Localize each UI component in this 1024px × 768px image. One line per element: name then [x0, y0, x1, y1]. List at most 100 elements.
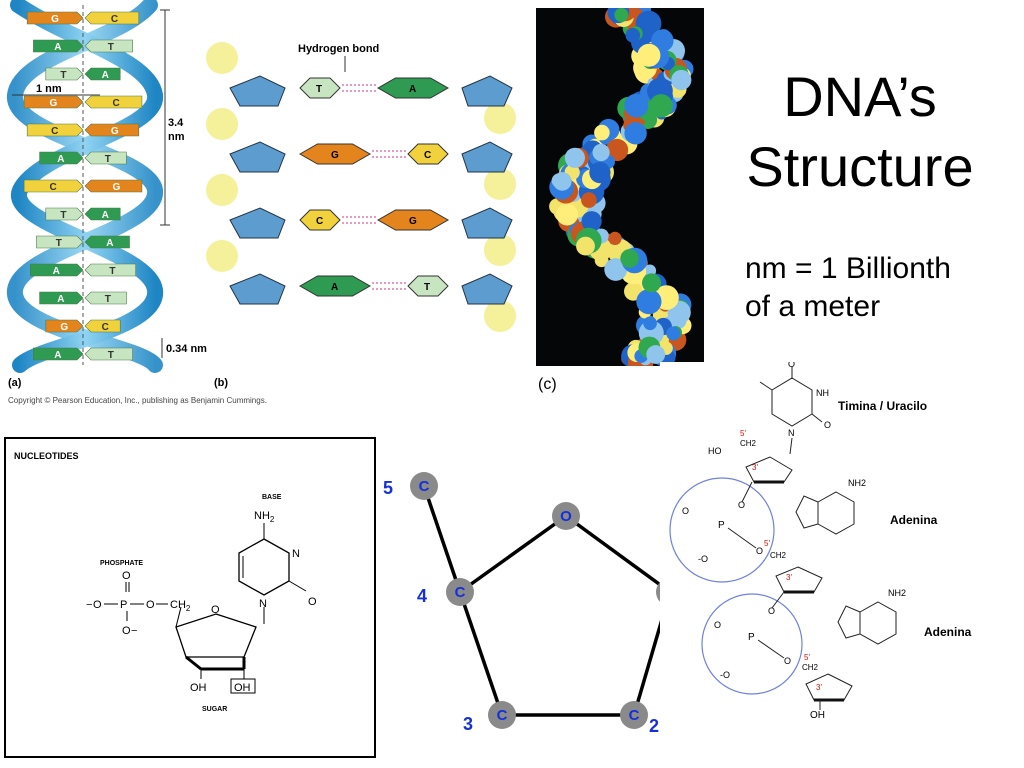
label-thymine-uracil: Timina / Uracilo [838, 399, 927, 413]
base-right [84, 235, 130, 249]
atom-sphere [553, 172, 572, 191]
base-right [84, 347, 133, 361]
slide-title: DNA’s Structure [700, 62, 1020, 202]
phosphorus-atom: P [748, 632, 755, 643]
phosphate-highlight-circle [701, 593, 803, 695]
prime-label: 5' [740, 429, 746, 438]
phosphate-group [206, 108, 238, 140]
sugar-left [229, 207, 286, 239]
atom-sphere [643, 316, 657, 331]
atom-sphere [604, 258, 628, 281]
hydroxyl-group: OH [190, 682, 207, 694]
adenine-nh2: NH2 [888, 588, 906, 598]
copyright-notice: Copyright © Pearson Education, Inc., pub… [8, 396, 267, 405]
base-letter-left: A [54, 42, 61, 53]
highlighted-hydroxyl [230, 678, 256, 694]
prime-label: 3' [752, 463, 758, 472]
base-right [84, 123, 140, 137]
phosphate-group [206, 42, 238, 74]
ring-bond [564, 514, 672, 594]
helix-backbone-strand [7, 0, 163, 373]
label-pitch-value: 3.4 [168, 117, 184, 129]
slide-title-line2: Structure [746, 135, 974, 198]
sugar-left [229, 75, 286, 107]
carbon-number: 2 [649, 716, 659, 736]
link-oxygen: O [784, 656, 791, 666]
ring-nitrogen: N [259, 598, 267, 610]
base-right [407, 143, 449, 165]
base-right [84, 207, 121, 221]
base-left [298, 143, 372, 165]
prime-label: 3' [786, 573, 792, 582]
ring-atom: C3 [463, 701, 516, 734]
base-right [84, 319, 121, 333]
base-left [23, 95, 84, 109]
phosphate-label: PHOSPHATE [100, 560, 143, 567]
sugar-right [461, 273, 513, 305]
ring-atom-circle [410, 472, 438, 500]
label-adenine: Adenina [890, 513, 938, 527]
thymine-nh: NH [816, 388, 829, 398]
base-left [29, 263, 84, 277]
base-left [45, 319, 84, 333]
prime-label: 3' [816, 683, 822, 692]
base-letter-left: C [50, 182, 57, 193]
base-letter-right: T [108, 42, 114, 53]
phosphate-group [484, 168, 516, 200]
hydroxyl-label: OH [810, 710, 825, 721]
carbon-number: 3 [463, 714, 473, 734]
base-letter-right: T [109, 266, 115, 277]
link-oxygen: O [738, 500, 745, 510]
ring-atom: O [552, 502, 580, 530]
base-left [26, 123, 84, 137]
ring-bond [422, 485, 462, 593]
base-letter-left: G [50, 98, 58, 109]
ring-bond [458, 591, 504, 716]
slide-subtitle: nm = 1 Billionth of a meter [745, 250, 1015, 326]
atom-sphere [625, 28, 641, 43]
phosphate-group [484, 300, 516, 332]
thymine-oxygen: O [788, 362, 795, 369]
ring-atom: C2 [620, 701, 659, 736]
sugar-right [461, 141, 513, 173]
base-letter-right: G [112, 182, 120, 193]
ring-bond [458, 514, 568, 594]
base-letter-right: A [102, 70, 109, 81]
base-right [376, 209, 450, 231]
phosphate-oxygen: O [122, 625, 131, 637]
base-left [299, 77, 341, 99]
base-right [407, 275, 449, 297]
carbon-number: 5 [383, 478, 393, 498]
base-right [84, 67, 121, 81]
base-letter-left: T [60, 70, 66, 81]
phosphate-oxygen: -O [720, 670, 730, 680]
base-left [23, 179, 84, 193]
link-oxygen: O [756, 546, 763, 556]
label-hydrogen-bond: Hydrogen bond [298, 43, 379, 55]
sugar-left [229, 273, 286, 305]
sugar-label: SUGAR [202, 706, 227, 713]
base-letter-right: A [409, 84, 416, 95]
ring-oxygen: O [211, 604, 220, 616]
phosphate-oxygen: -O [698, 554, 708, 564]
ch2-label: CH2 [770, 551, 787, 560]
label-rise: 0.34 nm [166, 343, 207, 355]
base-letter-right: T [108, 350, 114, 361]
panel-b-letter: (b) [214, 377, 228, 389]
base-right [84, 291, 127, 305]
ring-atom: C4 [417, 578, 474, 606]
sugar-right [461, 75, 513, 107]
atom-sphere [608, 231, 622, 245]
atom-sphere [606, 138, 629, 162]
base-letter-right: A [106, 238, 113, 249]
atom-sphere [556, 203, 579, 226]
